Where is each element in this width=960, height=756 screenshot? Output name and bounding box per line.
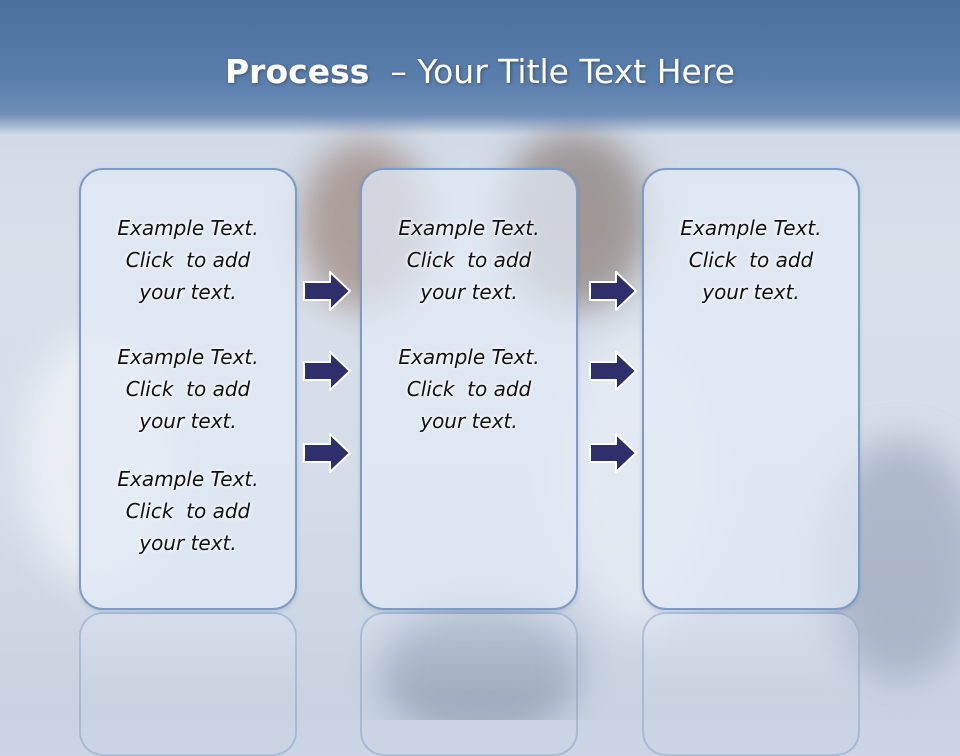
panel-reflection <box>79 612 297 756</box>
right-arrow-icon <box>589 433 637 473</box>
right-arrow-icon <box>303 351 351 391</box>
panel-reflection <box>360 612 578 756</box>
text-line: Click to add <box>406 377 532 401</box>
text-line: Click to add <box>125 248 251 272</box>
text-line: your text. <box>702 280 800 304</box>
text-line: Click to add <box>125 499 251 523</box>
panel-reflection <box>642 612 860 756</box>
text-placeholder[interactable]: Example Text. Click to add your text. <box>81 463 295 559</box>
text-line: Example Text. <box>680 216 822 240</box>
text-placeholder[interactable]: Example Text. Click to add your text. <box>644 212 858 308</box>
right-arrow-icon <box>303 271 351 311</box>
text-line: Example Text. <box>117 216 259 240</box>
right-arrow-icon <box>589 351 637 391</box>
right-arrow-icon <box>589 271 637 311</box>
title-bold: Process <box>225 52 370 91</box>
right-arrow-icon <box>303 433 351 473</box>
text-line: Example Text. <box>398 345 540 369</box>
text-line: Example Text. <box>117 345 259 369</box>
text-line: your text. <box>420 409 518 433</box>
slide-title[interactable]: Process – Your Title Text Here <box>0 52 960 91</box>
process-panel-2[interactable]: Example Text. Click to add your text. Ex… <box>360 168 578 610</box>
text-line: your text. <box>139 280 237 304</box>
text-placeholder[interactable]: Example Text. Click to add your text. <box>81 341 295 437</box>
text-line: your text. <box>139 409 237 433</box>
title-bar <box>0 0 960 135</box>
text-placeholder[interactable]: Example Text. Click to add your text. <box>81 212 295 308</box>
text-line: Example Text. <box>398 216 540 240</box>
title-rest: – Your Title Text Here <box>369 52 735 91</box>
text-placeholder[interactable]: Example Text. Click to add your text. <box>362 341 576 437</box>
text-line: Click to add <box>406 248 532 272</box>
text-line: Click to add <box>125 377 251 401</box>
text-line: your text. <box>420 280 518 304</box>
process-panel-3[interactable]: Example Text. Click to add your text. <box>642 168 860 610</box>
text-line: Example Text. <box>117 467 259 491</box>
text-line: your text. <box>139 531 237 555</box>
text-placeholder[interactable]: Example Text. Click to add your text. <box>362 212 576 308</box>
process-panel-1[interactable]: Example Text. Click to add your text. Ex… <box>79 168 297 610</box>
text-line: Click to add <box>688 248 814 272</box>
